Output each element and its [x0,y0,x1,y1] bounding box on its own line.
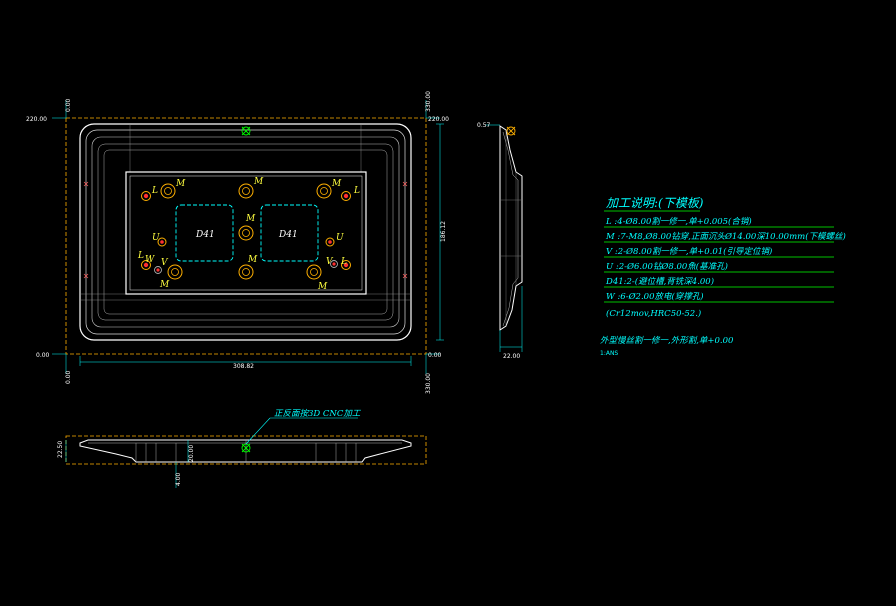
note-outline: 外型慢丝割一修一,外形割,单+0.00 [600,335,734,346]
dim-zero-right: 0.00 [428,352,442,359]
svg-text:L: L [340,257,347,267]
note-line-U: U :2-Ø6.00钻Ø8.00魚(基准孔) [606,261,728,272]
dim-right-bottom: 330.00 [425,373,432,394]
dim-side-bottom: 22.00 [503,353,520,360]
note-small: 1:ANS [600,350,618,357]
note-line-D41: D41:2-(避位槽,背铣深4.00) [605,276,714,287]
v-holes [154,260,338,274]
svg-text:M: M [247,255,258,265]
front-view: 正反面按3D CNC加工 22.50 4.00 20.00 [57,408,427,488]
hole-letters: L M M M L M U U L W V M M M V L [137,177,360,292]
dim-width: 308.82 [233,363,254,370]
side-view: 0.57 22.00 [477,122,523,360]
svg-text:M: M [317,282,328,292]
dim-height: 186.12 [440,221,447,242]
svg-text:M: M [159,280,170,290]
svg-text:L: L [353,186,360,196]
u-holes [157,237,335,247]
note-line-W: W :6-Ø2.00放电(穿撑孔) [606,291,704,302]
svg-text:V: V [161,258,169,268]
dim-top-left: 220.00 [26,116,47,123]
dim-side-top: 0.57 [477,122,491,129]
svg-text:U: U [336,233,344,243]
note-line-V: V :2-Ø8.00割一修一,单+0.01(引导定位销) [606,246,772,257]
top-view-dimensions [52,100,444,374]
dim-left-top: 0.00 [65,98,72,112]
dim-front-b: 20.00 [188,445,195,462]
note-line-M: M :7-M8,Ø8.00钻穿,正面沉头Ø14.00深10.00mm(下模螺丝) [605,231,846,242]
note-line-L: L :4-Ø8.00割一修一,单+0.005(合销) [605,216,752,227]
svg-text:L: L [137,251,144,261]
dim-left-bottom: 0.00 [65,370,72,384]
d41-label-right: D41 [278,230,298,240]
svg-text:M: M [253,177,264,187]
machining-notes: 加工说明:(下模板) L :4-Ø8.00割一修一,单+0.005(合销) M … [600,196,846,357]
dim-top-right: 220.00 [428,116,449,123]
notes-title: 加工说明:(下模板) [606,196,704,210]
plate-outline [79,123,412,341]
svg-text:W: W [145,255,155,265]
l-holes [141,191,351,270]
m-holes [160,183,332,280]
top-view: D41 D41 [26,91,449,394]
svg-text:M: M [331,179,342,189]
svg-text:M: M [175,179,186,189]
dim-right-top: 330.00 [425,91,432,112]
svg-text:M: M [245,214,256,224]
d41-label-left: D41 [195,230,215,240]
cnc-callout: 正反面按3D CNC加工 [274,408,362,419]
dim-front-height: 22.50 [57,441,64,458]
svg-text:U: U [152,233,160,243]
inner-pocket [125,171,367,295]
dim-front-a: 4.00 [175,472,182,486]
top-green-mark [241,126,251,136]
svg-text:L: L [151,186,158,196]
note-material: (Cr12mov,HRC50-52.) [606,308,701,319]
dim-zero-left: 0.00 [36,352,50,359]
svg-text:V: V [326,257,334,267]
